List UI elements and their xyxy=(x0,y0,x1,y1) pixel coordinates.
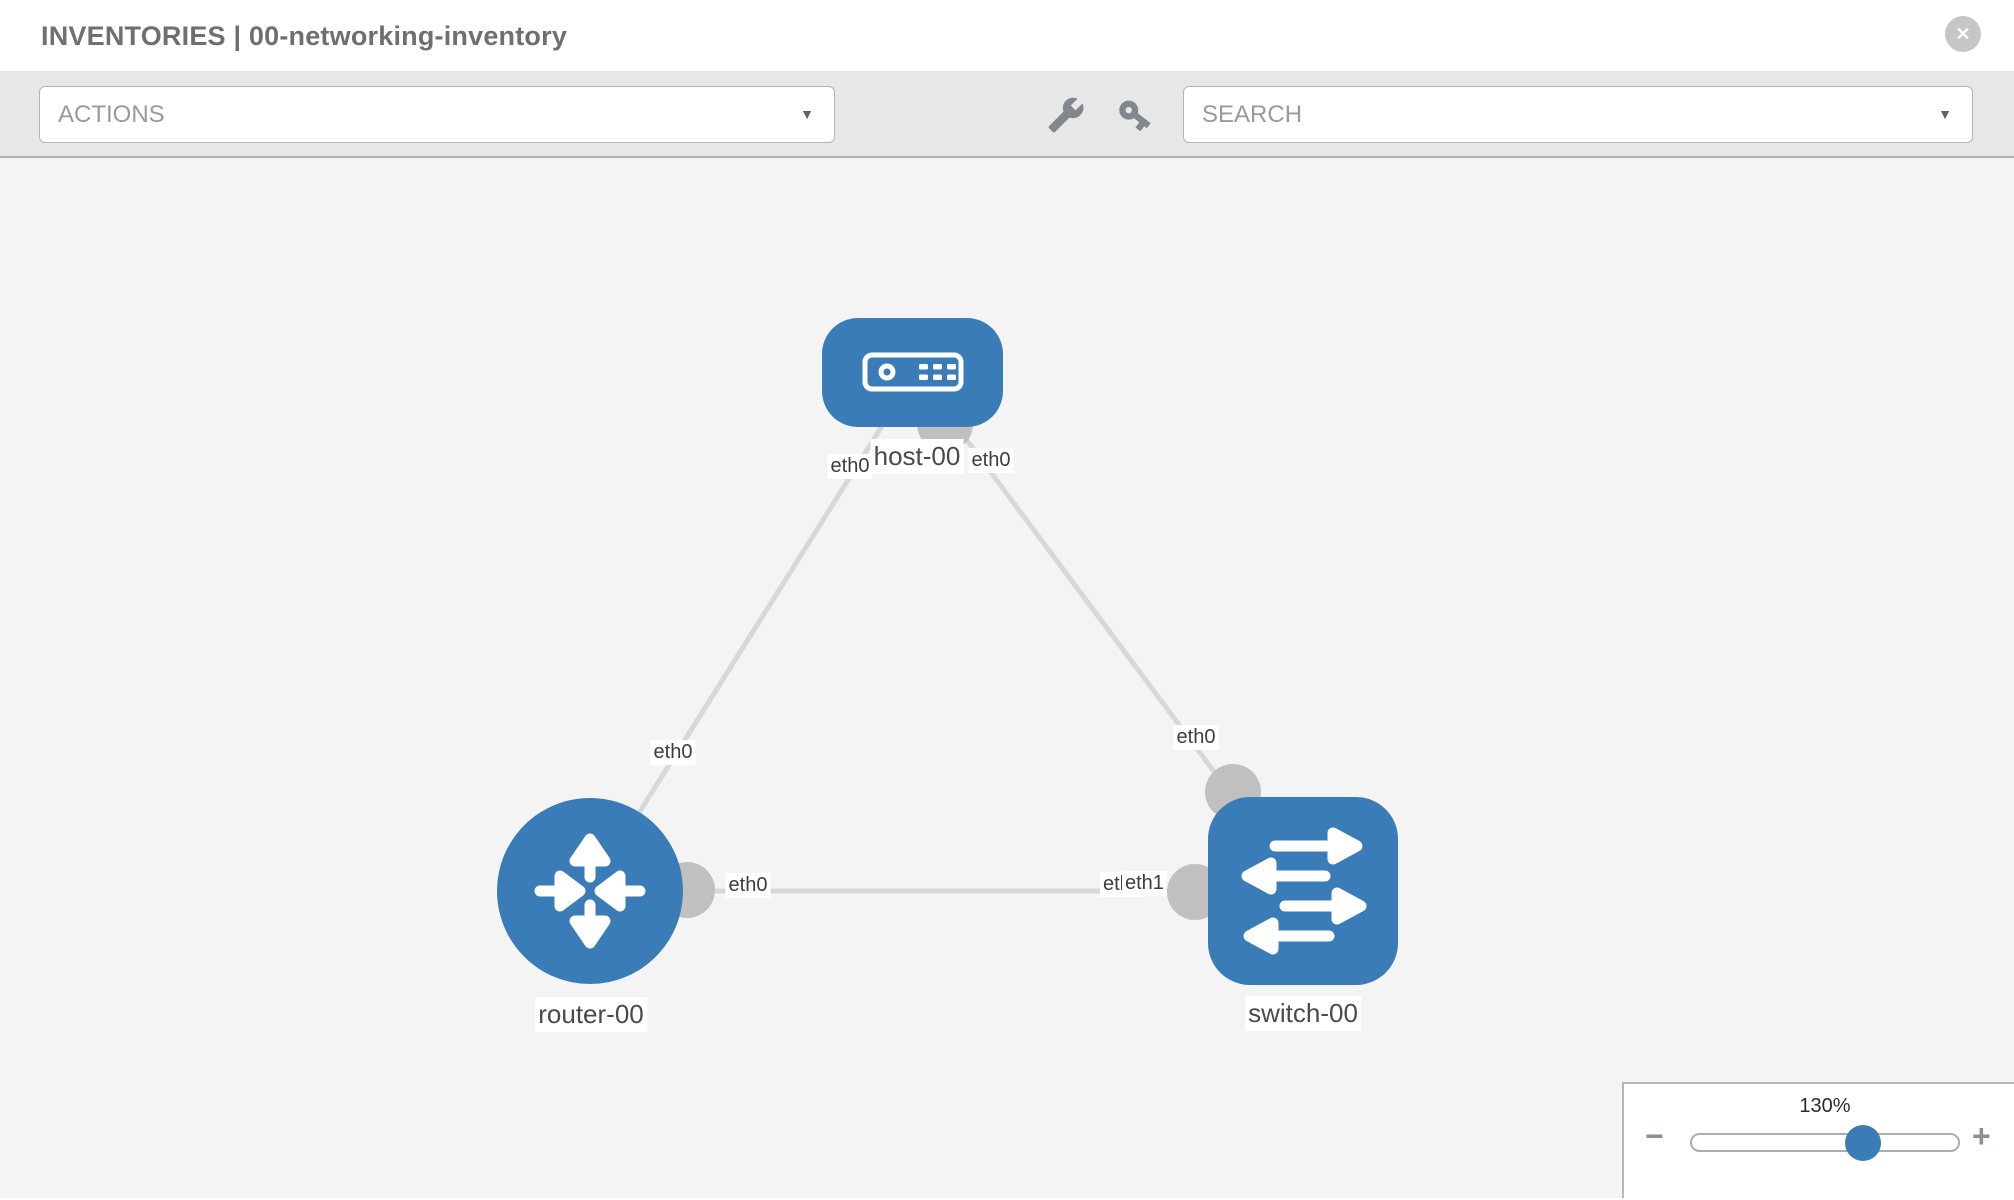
close-button[interactable]: ✕ xyxy=(1945,16,1981,52)
actions-dropdown[interactable]: ACTIONS ▼ xyxy=(39,86,835,143)
node-router[interactable] xyxy=(497,798,683,984)
interface-label-router-right: eth0 xyxy=(725,873,771,898)
search-dropdown[interactable]: SEARCH ▼ xyxy=(1183,86,1973,143)
node-label-host: host-00 xyxy=(870,439,964,474)
zoom-panel: 130% − + xyxy=(1622,1082,2014,1198)
chevron-down-icon: ▼ xyxy=(1938,106,1952,122)
interface-label-host-left: eth0 xyxy=(827,454,873,479)
topology-canvas[interactable]: eth0 host-00 eth0 eth0 eth0 eth0 eth0 et… xyxy=(0,158,2014,1198)
page-title: INVENTORIES | 00-networking-inventory xyxy=(41,21,568,51)
node-switch[interactable] xyxy=(1208,797,1398,985)
inventory-header: INVENTORIES | 00-networking-inventory ✕ xyxy=(0,0,2014,72)
toolbar: ACTIONS ▼ SEARCH ▼ xyxy=(0,72,2014,158)
switch-icon xyxy=(1241,827,1367,955)
key-icon[interactable] xyxy=(1116,96,1154,134)
interface-label-router-uplink: eth0 xyxy=(650,740,696,765)
node-host[interactable] xyxy=(822,318,1003,427)
close-icon: ✕ xyxy=(1955,24,1971,44)
search-dropdown-label: SEARCH xyxy=(1202,101,1303,128)
zoom-out-button[interactable]: − xyxy=(1645,1118,1664,1154)
interface-label-host-right: eth0 xyxy=(968,448,1014,473)
wrench-icon[interactable] xyxy=(1047,96,1085,134)
host-icon xyxy=(862,352,964,392)
chevron-down-icon: ▼ xyxy=(800,106,814,122)
zoom-level: 130% xyxy=(1799,1095,1851,1117)
actions-dropdown-label: ACTIONS xyxy=(58,101,165,128)
node-label-router: router-00 xyxy=(535,997,647,1032)
interface-label-switch-left: eth1 xyxy=(1122,871,1167,896)
zoom-in-button[interactable]: + xyxy=(1972,1118,1991,1154)
zoom-slider-track[interactable] xyxy=(1690,1124,1960,1161)
interface-label-switch-uplink: eth0 xyxy=(1173,725,1219,750)
node-label-switch: switch-00 xyxy=(1245,996,1361,1031)
router-icon xyxy=(534,833,646,949)
zoom-slider-handle[interactable] xyxy=(1845,1124,1882,1161)
